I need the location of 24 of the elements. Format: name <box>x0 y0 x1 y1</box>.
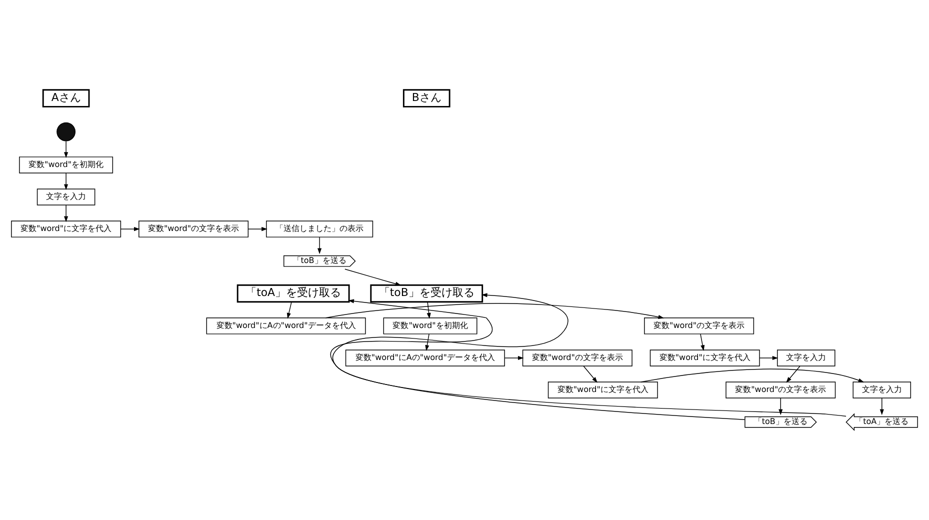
arrow <box>248 227 268 232</box>
arrow <box>325 303 664 319</box>
arrow <box>332 293 745 420</box>
arrow <box>318 236 322 254</box>
arrow <box>286 302 292 319</box>
arrow <box>64 204 68 222</box>
node-box: 「toA」を受け取る <box>236 284 350 303</box>
arrow <box>64 172 68 190</box>
arrow <box>700 334 705 351</box>
arrow <box>640 368 864 382</box>
node-box: Aさん <box>42 89 90 108</box>
arrow <box>880 398 884 416</box>
arrow <box>64 140 68 158</box>
node-box: 「toB」を受け取る <box>370 284 484 303</box>
arrow <box>583 366 598 383</box>
arrow <box>504 356 524 360</box>
node-box: Bさん <box>402 89 450 108</box>
arrow <box>425 334 430 351</box>
arrow <box>786 366 800 383</box>
arrow <box>344 268 402 286</box>
arrow <box>426 302 431 319</box>
arrow <box>120 227 140 232</box>
arrow <box>759 356 778 360</box>
node-circle <box>56 122 76 142</box>
